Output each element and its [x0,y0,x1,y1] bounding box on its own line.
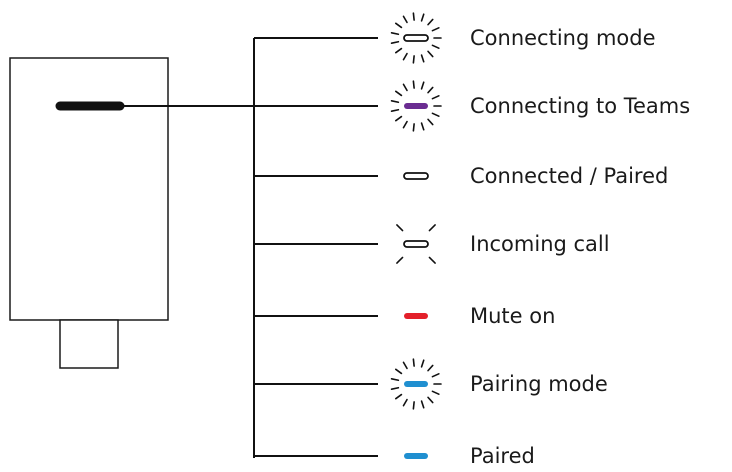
blink-tick [402,120,408,129]
blink-tick [412,123,415,132]
led-pill [404,313,428,319]
blink-tick [402,52,408,61]
blink-tick [402,83,408,92]
blink-tick [420,122,425,131]
blink-tick [427,364,434,372]
led-indicator-icon [396,224,436,264]
blink-tick [420,13,425,22]
blink-tick [428,256,436,264]
led-pill [404,381,428,387]
led-indicator-icon [390,358,442,410]
blink-tick [427,118,434,126]
blink-tick [427,86,434,94]
blink-tick [394,393,403,400]
status-row: Mute on [254,304,555,328]
led-indicator-icon [403,172,429,180]
status-row: Paired [254,444,535,468]
blink-tick [390,377,400,382]
status-row: Connecting mode [254,12,656,64]
blink-tick [412,80,415,89]
status-label: Connected / Paired [470,164,668,188]
blink-tick [412,401,415,410]
led-indicator-icon [390,80,442,132]
status-row: Connected / Paired [254,164,668,188]
blink-tick [431,95,440,100]
blink-tick [431,112,440,117]
blink-tick [420,400,425,409]
status-label: Mute on [470,304,555,328]
blink-tick [420,359,425,368]
blink-tick [420,81,425,90]
status-label: Incoming call [470,232,610,256]
led-pill [404,103,428,109]
blink-tick [390,100,400,104]
blink-tick [390,31,400,36]
blink-tick [412,358,415,367]
blink-tick [390,386,400,391]
status-label: Connecting mode [470,26,656,50]
blink-tick [396,256,404,264]
status-label: Connecting to Teams [470,94,690,118]
led-indicator-icon [390,12,442,64]
status-row: Connecting to Teams [390,80,690,132]
blink-tick [394,47,403,54]
blink-tick [427,396,434,404]
blink-tick [431,373,440,378]
blink-tick [394,22,403,29]
blink-tick [390,40,400,45]
blink-tick [396,224,404,232]
blink-tick [394,90,403,97]
blink-tick [428,224,436,232]
blink-tick [427,50,434,58]
blink-tick [390,108,400,112]
status-row: Pairing mode [254,358,608,410]
dongle-body [9,57,169,321]
status-row: Incoming call [254,224,610,264]
status-label: Paired [470,444,535,468]
blink-tick [412,55,415,64]
blink-tick [431,44,440,49]
blink-tick [394,115,403,122]
blink-tick [427,18,434,26]
blink-tick [431,390,440,395]
led-pill [404,453,428,459]
led-indicator-icon [404,313,428,319]
dongle-connector [59,319,119,369]
blink-tick [402,361,408,370]
usb-dongle [9,57,169,369]
blink-tick [394,368,403,375]
status-label: Pairing mode [470,372,608,396]
connector-lines [124,38,378,458]
led-pill [403,34,429,42]
blink-tick [431,27,440,32]
led-indicator-icon [404,453,428,459]
blink-tick [402,398,408,407]
led-pill [403,240,429,248]
blink-tick [402,15,408,24]
blink-tick [420,54,425,63]
blink-tick [412,12,415,21]
led-pill [403,172,429,180]
